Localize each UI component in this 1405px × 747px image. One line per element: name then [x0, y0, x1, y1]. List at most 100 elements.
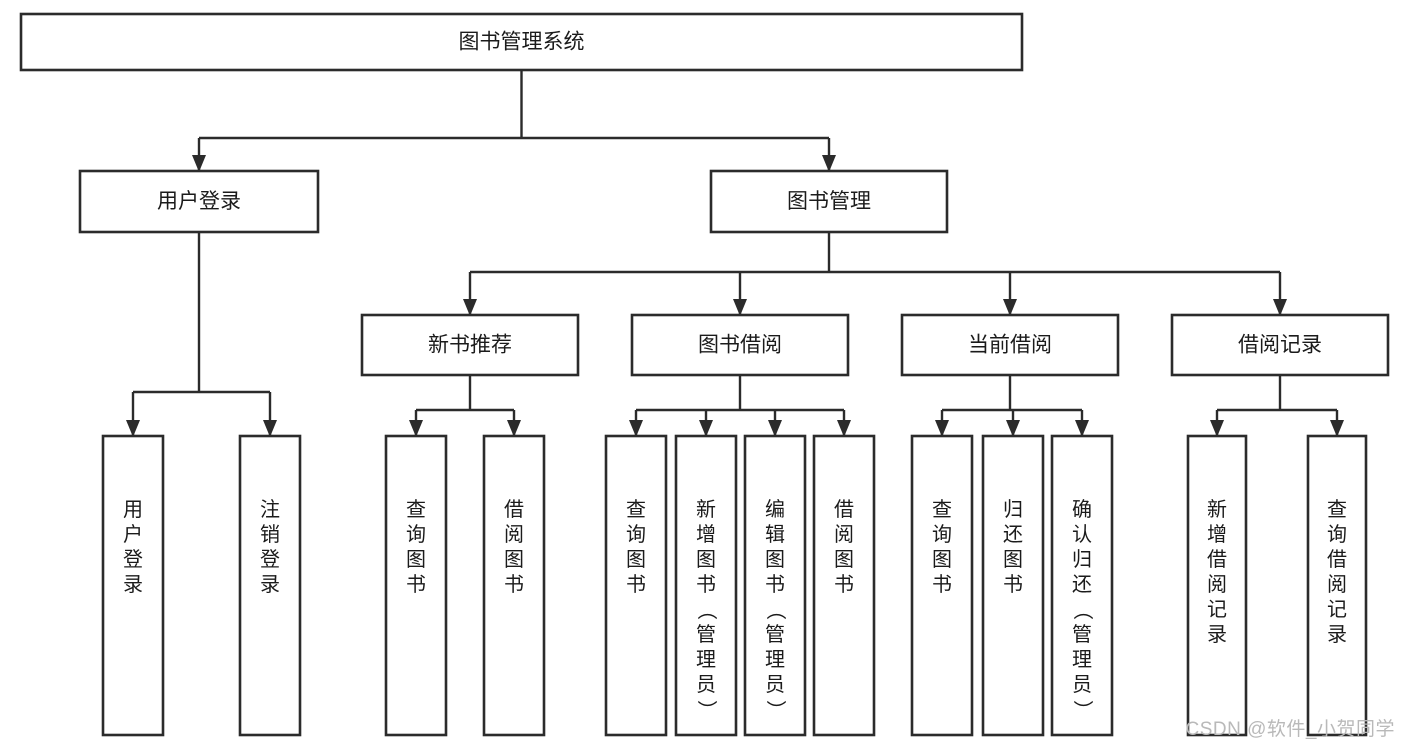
node-label-leaf-user-logout: 登	[260, 548, 280, 571]
node-new-book-recommend[interactable]: 新书推荐	[360, 313, 580, 377]
node-current-borrow[interactable]: 当前借阅	[900, 313, 1120, 377]
node-root[interactable]: 图书管理系统	[19, 12, 1024, 72]
node-label-leaf-query-book-borrow: 询	[626, 523, 646, 546]
csdn-watermark: CSDN @软件_小贺同学	[1185, 719, 1395, 740]
node-label-current-borrow: 当前借阅	[968, 334, 1052, 357]
arrow-head	[837, 420, 851, 437]
node-label-leaf-query-borrow-record: 记	[1327, 598, 1347, 621]
node-label-leaf-borrow-book: 图	[834, 549, 854, 571]
node-label-leaf-confirm-return: 员	[1072, 674, 1092, 696]
node-label-leaf-add-borrow-record: 录	[1207, 624, 1227, 646]
node-box-leaf-borrow-book-recommend	[482, 434, 546, 737]
node-label-leaf-edit-book: 辑	[765, 523, 785, 546]
node-label-leaf-edit-book: 书	[765, 573, 785, 596]
node-label-leaf-borrow-book-recommend: 图	[504, 549, 524, 571]
node-label-borrow-record: 借阅记录	[1238, 334, 1322, 357]
node-label-leaf-return-book: 归	[1003, 498, 1023, 521]
node-label-leaf-confirm-return: 归	[1072, 548, 1092, 571]
arrow-head	[935, 420, 949, 437]
node-label-leaf-add-borrow-record: 新	[1207, 498, 1227, 521]
arrow-head	[1075, 420, 1089, 437]
node-label-leaf-add-book: 理	[696, 649, 716, 671]
node-label-leaf-return-book: 图	[1003, 549, 1023, 571]
node-label-leaf-query-borrow-record: 借	[1327, 548, 1347, 571]
arrow-head	[126, 420, 140, 437]
node-label-leaf-add-borrow-record: 增	[1207, 523, 1227, 546]
node-label-leaf-user-logout: 注	[260, 498, 280, 521]
arrow-head	[1330, 420, 1344, 437]
node-box-leaf-query-book-recommend	[384, 434, 448, 737]
node-label-leaf-edit-book: （	[764, 600, 787, 620]
arrow-head	[263, 420, 277, 437]
node-label-leaf-add-book: 图	[696, 549, 716, 571]
node-box-book-borrow	[630, 313, 850, 377]
arrow-head	[1273, 299, 1287, 316]
node-label-leaf-query-borrow-record: 询	[1327, 523, 1347, 546]
node-label-new-book-recommend: 新书推荐	[428, 334, 512, 357]
node-box-leaf-query-borrow-record	[1306, 434, 1368, 737]
node-label-leaf-user-login: 用	[123, 499, 143, 521]
node-label-leaf-edit-book: 图	[765, 549, 785, 571]
node-label-leaf-user-login: 录	[123, 574, 143, 596]
node-book-borrow[interactable]: 图书借阅	[630, 313, 850, 377]
node-label-leaf-add-book: ）	[695, 700, 718, 720]
node-label-leaf-query-borrow-record: 录	[1327, 624, 1347, 646]
node-book-manage[interactable]: 图书管理	[709, 169, 949, 234]
node-leaf-user-login[interactable]: 用户登录	[101, 434, 165, 737]
node-label-leaf-borrow-book: 借	[834, 498, 854, 521]
node-borrow-record[interactable]: 借阅记录	[1170, 313, 1390, 377]
node-label-leaf-query-book-recommend: 查	[406, 498, 426, 521]
node-label-leaf-borrow-book-recommend: 阅	[504, 523, 524, 546]
node-label-leaf-edit-book: 编	[765, 498, 785, 521]
node-label-book-manage: 图书管理	[787, 190, 871, 213]
node-user-login[interactable]: 用户登录	[78, 169, 320, 234]
node-box-leaf-return-book	[981, 434, 1045, 737]
node-label-leaf-edit-book: ）	[764, 700, 787, 720]
node-label-leaf-add-borrow-record: 阅	[1207, 573, 1227, 596]
node-label-leaf-query-borrow-record: 查	[1327, 498, 1347, 521]
node-label-leaf-confirm-return: （	[1071, 600, 1094, 620]
node-box-leaf-edit-book	[743, 434, 807, 737]
node-label-leaf-query-book-current: 查	[932, 498, 952, 521]
node-label-leaf-borrow-book: 书	[834, 573, 854, 596]
node-box-leaf-confirm-return	[1050, 434, 1114, 737]
node-label-leaf-query-book-current: 图	[932, 549, 952, 571]
node-label-leaf-query-book-borrow: 图	[626, 549, 646, 571]
node-box-leaf-query-book-borrow	[604, 434, 668, 737]
node-label-leaf-query-book-borrow: 书	[626, 573, 646, 596]
node-label-leaf-add-book: 员	[696, 674, 716, 696]
node-box-book-manage	[709, 169, 949, 234]
connector-layer	[126, 70, 1344, 437]
node-label-leaf-edit-book: 理	[765, 649, 785, 671]
node-box-leaf-user-logout	[238, 434, 302, 737]
arrow-head	[822, 155, 836, 172]
node-box-leaf-query-book-current	[910, 434, 974, 737]
node-box-borrow-record	[1170, 313, 1390, 377]
node-label-leaf-confirm-return: 理	[1072, 649, 1092, 671]
node-label-leaf-query-book-borrow: 查	[626, 498, 646, 521]
node-label-leaf-borrow-book: 阅	[834, 523, 854, 546]
node-label-leaf-user-logout: 录	[260, 574, 280, 596]
arrow-head	[733, 299, 747, 316]
node-label-leaf-edit-book: 员	[765, 674, 785, 696]
node-label-user-login: 用户登录	[157, 190, 241, 213]
node-box-leaf-user-login	[101, 434, 165, 737]
node-label-leaf-confirm-return: 确	[1072, 498, 1092, 521]
node-label-leaf-add-book: 管	[696, 623, 716, 646]
node-label-leaf-add-book: 增	[696, 523, 716, 546]
node-label-leaf-add-book: 书	[696, 573, 716, 596]
